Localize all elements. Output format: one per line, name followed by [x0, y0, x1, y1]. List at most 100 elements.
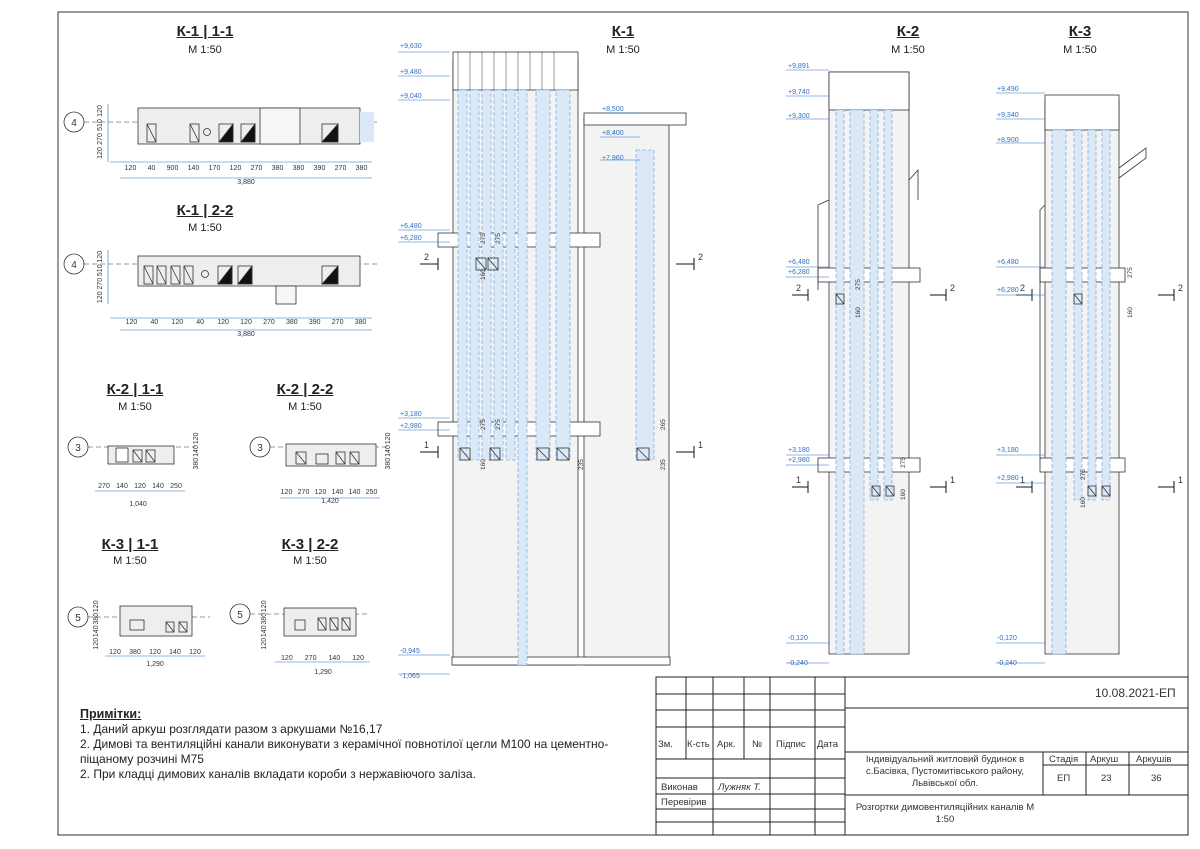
- title-plan-k1-11: К-1 | 1-1: [176, 23, 234, 40]
- dimension-label: 120: [189, 649, 201, 656]
- axis-number: 3: [75, 443, 81, 454]
- header-sheet: Арк.: [717, 739, 736, 750]
- level-label: +9,340: [997, 112, 1019, 119]
- level-label: +6,280: [788, 269, 810, 276]
- level-label: -0,120: [788, 635, 808, 642]
- total-dimension: 1,290: [146, 661, 164, 668]
- dimension-label: 120: [217, 319, 229, 326]
- section-mark: 1: [950, 475, 955, 485]
- axis-number: 5: [75, 613, 81, 624]
- dimension-label: 120: [240, 319, 252, 326]
- plan-k3-22: [229, 603, 370, 663]
- dimension-label: 270: [97, 278, 104, 290]
- dimension-label: 270: [97, 133, 104, 145]
- dimension-label: 380: [129, 649, 141, 656]
- title-elevation-k2: К-2: [896, 23, 920, 40]
- dimension-label: 250: [366, 489, 378, 496]
- dimension-label: 160: [480, 459, 487, 470]
- header-change: Зм.: [658, 739, 673, 750]
- level-label: +8,900: [997, 137, 1019, 144]
- dimension-label: 275: [1127, 267, 1134, 278]
- dimension-label: 275: [855, 279, 862, 290]
- dimension-label: 160: [855, 307, 862, 318]
- level-label: +9,040: [400, 93, 422, 100]
- dimension-label: 510: [97, 119, 104, 131]
- dimension-label: 250: [170, 483, 182, 490]
- dimension-label: 235: [578, 459, 585, 470]
- section-mark: 1: [1178, 475, 1183, 485]
- dimension-label: 40: [196, 319, 204, 326]
- title-plan-k2-11: К-2 | 1-1: [106, 381, 164, 398]
- plan-k2-11: [67, 436, 195, 492]
- dimension-label: 390: [309, 319, 321, 326]
- level-label: +6,280: [400, 235, 422, 242]
- dimension-label: 160: [1080, 497, 1087, 508]
- dimension-label: 120: [352, 655, 364, 662]
- header-date: Дата: [817, 739, 839, 750]
- dimension-label: 120: [97, 147, 104, 159]
- dimension-label: 380: [261, 613, 268, 625]
- scale-plan-k2-22: М 1:50: [288, 401, 322, 413]
- title-block: [655, 676, 1189, 836]
- section-mark: 2: [698, 252, 703, 262]
- dimension-label: 120: [385, 432, 392, 444]
- dimension-label: 140: [329, 655, 341, 662]
- sheet-label: Аркуш: [1090, 754, 1119, 765]
- dimension-label: 140: [193, 445, 200, 457]
- level-label: -1,065: [400, 673, 420, 680]
- plan-k1-22: [63, 250, 380, 331]
- dimension-label: 380: [293, 165, 305, 172]
- dimension-label: 140: [93, 625, 100, 637]
- dimension-label: 270: [98, 483, 110, 490]
- level-label: +3,180: [788, 447, 810, 454]
- dimension-label: 380: [286, 319, 298, 326]
- scale-plan-k1-11: М 1:50: [188, 44, 222, 56]
- section-mark: 2: [1020, 283, 1025, 293]
- dimension-label: 265: [660, 419, 667, 430]
- axis-number: 4: [71, 260, 77, 271]
- dimension-label: 120: [315, 489, 327, 496]
- level-markers: [398, 51, 1045, 675]
- level-label: +9,740: [788, 89, 810, 96]
- title-elevation-k1: К-1: [611, 23, 635, 40]
- level-label: -0,120: [997, 635, 1017, 642]
- level-label: +3,180: [400, 411, 422, 418]
- note-item: 1. Даний аркуш розглядати разом з аркуша…: [80, 722, 383, 736]
- dimension-label: 390: [314, 165, 326, 172]
- dimension-label: 160: [900, 489, 907, 500]
- drawing-code: 10.08.2021-ЕП: [1095, 686, 1176, 700]
- dimension-label: 275: [495, 233, 502, 244]
- project-name: Індивідуальний житловий будинок в с.Басі…: [865, 754, 1025, 789]
- dimension-label: 140: [261, 625, 268, 637]
- dimension-label: 160: [480, 269, 487, 280]
- dimension-label: 510: [97, 264, 104, 276]
- section-mark: 1: [1020, 475, 1025, 485]
- title-plan-k3-11: К-3 | 1-1: [101, 536, 159, 553]
- dimension-label: 160: [1127, 307, 1134, 318]
- dimension-label: 140: [152, 483, 164, 490]
- dimension-label: 120: [97, 291, 104, 303]
- sheets-value: 36: [1151, 773, 1162, 784]
- dimension-label: 40: [148, 165, 156, 172]
- dimension-label: 120: [109, 649, 121, 656]
- level-label: +6,480: [788, 259, 810, 266]
- dimension-label: 235: [660, 459, 667, 470]
- dimension-label: 120: [93, 638, 100, 650]
- section-mark: 2: [1178, 283, 1183, 293]
- section-cut-lines: [420, 258, 695, 458]
- stage-value: ЕП: [1057, 773, 1071, 784]
- scale-plan-k3-11: М 1:50: [113, 555, 147, 567]
- dimension-label: 380: [385, 458, 392, 470]
- dimension-label: 120: [126, 319, 138, 326]
- section-mark: 1: [698, 440, 703, 450]
- level-label: +6,480: [997, 259, 1019, 266]
- section-mark: 2: [950, 283, 955, 293]
- scale-plan-k1-22: М 1:50: [188, 222, 222, 234]
- dimension-label: 275: [900, 457, 907, 468]
- dimension-label: 140: [385, 445, 392, 457]
- dimension-label: 380: [193, 458, 200, 470]
- dimension-label: 120: [171, 319, 183, 326]
- dimension-label: 380: [355, 319, 367, 326]
- plan-k1-11: [63, 104, 380, 179]
- dimension-label: 270: [298, 489, 310, 496]
